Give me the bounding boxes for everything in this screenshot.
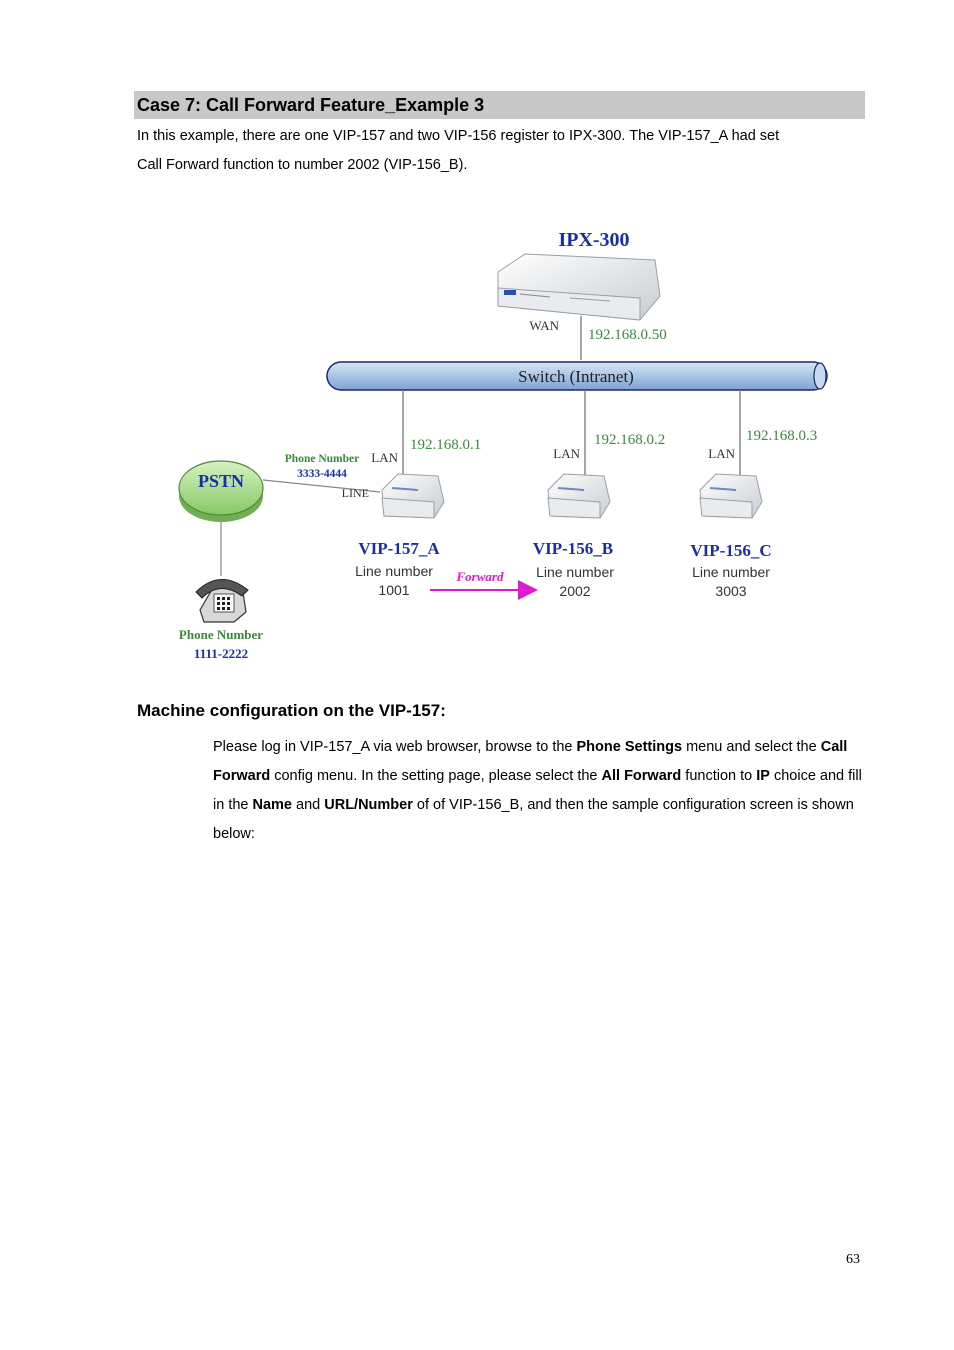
all-forward-term: All Forward [601, 768, 682, 784]
line-number-b: 2002 [559, 583, 590, 599]
body-text-3: config menu. In the setting page, please… [270, 768, 602, 784]
ip-c: 192.168.0.3 [746, 428, 817, 444]
intro-line-2: Call Forward function to number 2002 (VI… [137, 157, 468, 173]
wan-label: WAN [529, 318, 559, 333]
lan-label-c: LAN [708, 446, 735, 461]
line-label: LINE [342, 486, 369, 500]
call-forward-term: Call Forward [213, 739, 848, 784]
body-text-4: function to [681, 768, 757, 784]
body-text-7: of of VIP-156_B, and then the sample con… [213, 797, 854, 842]
phone-settings-term: Phone Settings [576, 739, 683, 755]
vip-156-c-device-icon [699, 473, 763, 519]
telephone-icon [195, 579, 249, 623]
line-number-a: 1001 [378, 582, 409, 598]
body-text-6: and [292, 797, 325, 813]
ip-b: 192.168.0.2 [594, 432, 665, 448]
ipx-300-title: IPX-300 [558, 229, 629, 251]
vip-156-b-title: VIP-156_B [533, 539, 613, 558]
url-number-term: URL/Number [324, 797, 413, 813]
section-heading: Case 7: Call Forward Feature_Example 3 [137, 95, 485, 115]
line-number-label-c: Line number [692, 564, 770, 580]
name-term: Name [252, 797, 293, 813]
vip-156-b-device-icon [547, 473, 611, 519]
body-text-1: Please log in VIP-157_A via web browser,… [213, 739, 577, 755]
vip-157-a-device-icon [381, 473, 445, 519]
pstn-phone-number-label: Phone Number [285, 453, 359, 465]
heading-bar [134, 91, 865, 119]
ip-a: 192.168.0.1 [410, 437, 481, 453]
wan-ip: 192.168.0.50 [588, 327, 667, 343]
line-number-label-b: Line number [536, 564, 614, 580]
ip-term: IP [756, 768, 770, 784]
ipx-300-device-icon [497, 253, 661, 321]
network-diagram: IPX-300 WAN 192.168.0.50 Switch (Intrane… [178, 229, 828, 661]
line-number-label-a: Line number [355, 563, 433, 579]
intro-line-1: In this example, there are one VIP-157 a… [137, 128, 780, 144]
body-text-2: menu and select the [682, 739, 821, 755]
section-title: Machine configuration on the VIP-157: [137, 701, 446, 720]
body-text-5: choice and fill in the [213, 768, 862, 813]
intro-paragraph: In this example, there are one VIP-157 a… [137, 122, 867, 180]
vip-156-c-title: VIP-156_C [690, 541, 771, 560]
phone-number-label: Phone Number [179, 627, 263, 642]
switch-bar [326, 361, 828, 391]
pstn-icon [178, 460, 264, 522]
pstn-phone-number: 3333-4444 [297, 468, 347, 480]
phone-number: 1111-2222 [194, 646, 248, 661]
forward-label: Forward [456, 569, 504, 584]
lan-label-a: LAN [371, 450, 398, 465]
pstn-label: PSTN [198, 471, 244, 491]
vip-157-a-title: VIP-157_A [358, 539, 440, 558]
switch-label: Switch (Intranet) [518, 367, 634, 386]
line-number-c: 3003 [715, 583, 746, 599]
page-number: 63 [846, 1252, 860, 1267]
instruction-paragraph: Please log in VIP-157_A via web browser,… [213, 733, 873, 849]
lan-label-b: LAN [553, 446, 580, 461]
